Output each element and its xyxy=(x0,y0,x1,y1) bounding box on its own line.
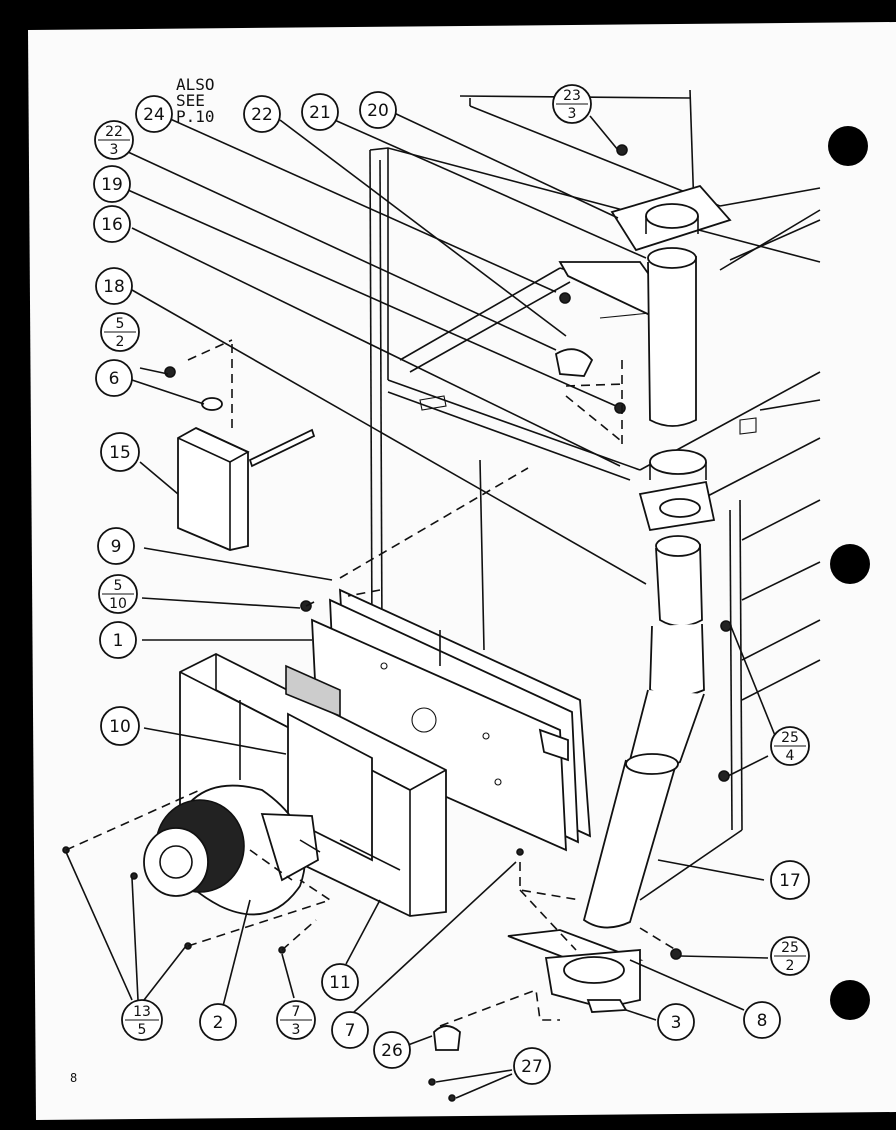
callout-25b-num: 25 xyxy=(781,940,799,956)
callout-5a-num: 5 xyxy=(116,316,125,332)
callout-19-label: 19 xyxy=(101,175,123,195)
vent-pipe-upper xyxy=(610,184,732,427)
callout-13-den: 5 xyxy=(138,1022,147,1038)
callout-5b-den: 10 xyxy=(109,596,127,612)
binder-hole-top xyxy=(828,126,868,166)
callout-22b-den: 3 xyxy=(110,142,119,158)
callout-8-label: 8 xyxy=(757,1011,768,1031)
callout-15-label: 15 xyxy=(109,443,131,463)
callout-1: 1 xyxy=(99,621,137,659)
heat-exchanger-assembly xyxy=(311,588,592,852)
callout-3-label: 3 xyxy=(671,1013,682,1033)
vent-elbow-pipe xyxy=(582,535,705,929)
callout-27-label: 27 xyxy=(521,1057,543,1077)
blower-motor xyxy=(143,784,321,916)
callout-26: 26 xyxy=(373,1031,411,1069)
note-line-2: SEE xyxy=(176,91,205,110)
callout-25a-den: 4 xyxy=(786,748,795,764)
callout-6-label: 6 xyxy=(109,369,120,389)
callout-23-den: 3 xyxy=(568,106,577,122)
callout-23-num: 23 xyxy=(563,88,581,104)
callout-5-10: 5 10 xyxy=(98,574,138,614)
binder-hole-bottom xyxy=(830,980,870,1020)
callout-9: 9 xyxy=(97,527,135,565)
note-line-1: ALSO xyxy=(176,75,215,94)
callout-18-label: 18 xyxy=(103,277,125,297)
callout-10: 10 xyxy=(100,706,140,746)
callout-3: 3 xyxy=(657,1003,695,1041)
callout-2: 2 xyxy=(199,1003,237,1041)
callout-16-label: 16 xyxy=(101,215,123,235)
callout-8: 8 xyxy=(743,1001,781,1039)
callout-24-label: 24 xyxy=(143,105,165,125)
control-box-15 xyxy=(177,426,316,551)
callout-25a-num: 25 xyxy=(781,730,799,746)
binder-hole-middle xyxy=(830,544,870,584)
callout-23-3: 23 3 xyxy=(552,84,592,124)
callout-10-label: 10 xyxy=(109,717,131,737)
vent-collar-mid xyxy=(638,449,716,532)
callout-25b-den: 2 xyxy=(786,958,795,974)
callout-7a-den: 3 xyxy=(292,1022,301,1038)
callout-22: 22 xyxy=(243,95,281,133)
callout-17: 17 xyxy=(770,860,810,900)
callout-20: 20 xyxy=(359,91,397,129)
callout-7-3: 7 3 xyxy=(276,1000,316,1040)
callout-20-label: 20 xyxy=(367,101,389,121)
callout-5a-den: 2 xyxy=(116,334,125,350)
callout-2-label: 2 xyxy=(213,1013,224,1033)
page-mark: 8 xyxy=(70,1071,77,1085)
dashed-assembly-lines xyxy=(65,339,677,1027)
callout-22-label: 22 xyxy=(251,105,273,125)
callout-7: 7 xyxy=(331,1011,369,1049)
callout-13-5: 13 5 xyxy=(121,999,163,1041)
callout-5b-num: 5 xyxy=(114,578,123,594)
callout-7b-label: 7 xyxy=(345,1021,356,1041)
callout-18: 18 xyxy=(95,267,133,305)
paper-sheet xyxy=(28,22,896,1120)
note-line-3: P.10 xyxy=(176,107,215,126)
callout-22-3: 22 3 xyxy=(94,120,134,160)
callout-16: 16 xyxy=(93,205,131,243)
callout-9-label: 9 xyxy=(111,537,122,557)
callout-17-label: 17 xyxy=(779,871,801,891)
callout-15: 15 xyxy=(100,432,140,472)
callout-22b-num: 22 xyxy=(105,124,123,140)
callout-27: 27 xyxy=(513,1047,551,1085)
hardware-fasteners xyxy=(62,144,732,1102)
callout-6: 6 xyxy=(95,359,133,397)
see-also-note: ALSO SEE P.10 xyxy=(176,75,215,126)
callout-7a-num: 7 xyxy=(292,1004,301,1020)
callout-1-label: 1 xyxy=(113,631,124,651)
callout-5-2: 5 2 xyxy=(100,312,140,352)
callout-11-label: 11 xyxy=(329,973,351,993)
callout-19: 19 xyxy=(93,165,131,203)
callout-11: 11 xyxy=(321,963,359,1001)
callout-25-4: 25 4 xyxy=(770,726,810,766)
callout-24: 24 xyxy=(135,95,173,133)
callout-26-label: 26 xyxy=(381,1041,403,1061)
callout-21-label: 21 xyxy=(309,103,331,123)
leader-lines xyxy=(65,111,777,1099)
callout-13-num: 13 xyxy=(133,1004,151,1020)
callout-25-2: 25 2 xyxy=(770,936,810,976)
callout-21: 21 xyxy=(301,93,339,131)
